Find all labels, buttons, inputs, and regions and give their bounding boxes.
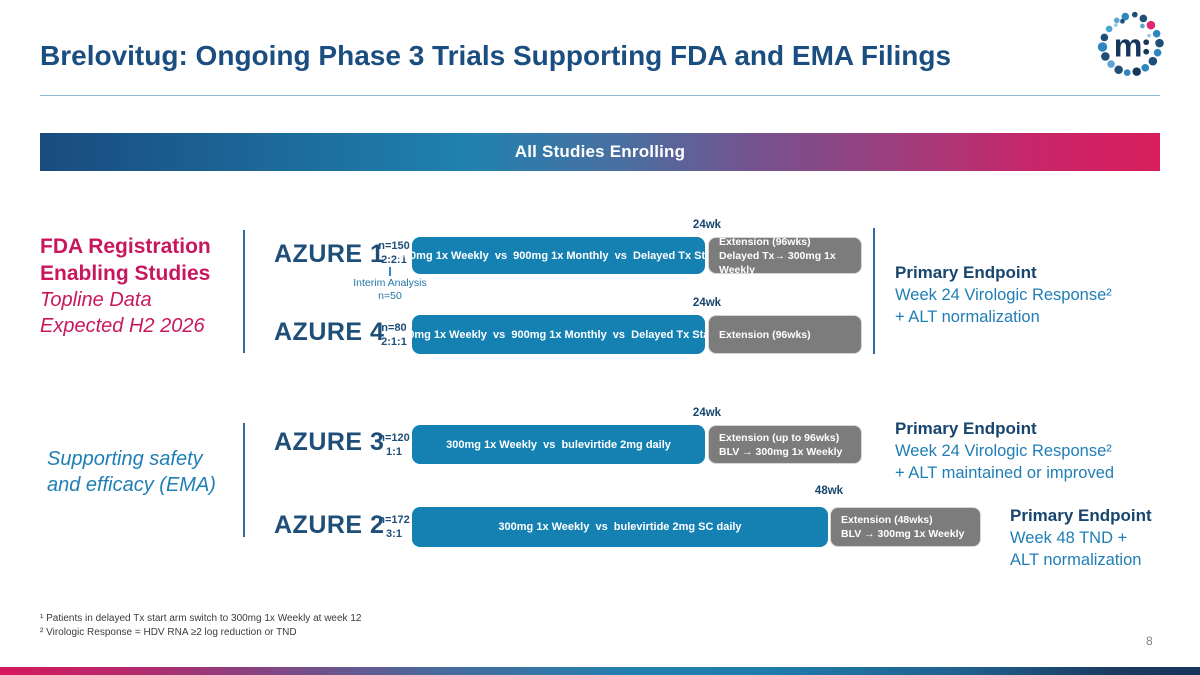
footnote-2: ² Virologic Response = HDV RNA ≥2 log re… [40, 627, 297, 638]
primary-endpoint-heading: Primary Endpoint [895, 263, 1037, 282]
page-number: 8 [1146, 634, 1153, 648]
study-n-azure4: n=80 [381, 322, 407, 334]
ema-label-line2: and efficacy (EMA) [47, 474, 216, 496]
study-ratio-azure2: 3:1 [386, 528, 402, 540]
title-divider [40, 95, 1160, 96]
bottom-gradient-bar [0, 667, 1200, 675]
week-label-azure1: 24wk [692, 219, 722, 231]
extension-line2-azure2: BLV → 300mg 1x Weekly [841, 528, 965, 540]
study-n-azure1: n=150 [378, 240, 410, 252]
study-ratio-azure1: 2:2:1 [381, 254, 407, 266]
study-ratio-azure4: 2:1:1 [381, 336, 407, 348]
extension-box-azure3: Extension (up to 96wks) BLV → 300mg 1x W… [708, 425, 862, 464]
treatment-box-azure2: 300mg 1x Weekly vs bulevirtide 2mg SC da… [412, 507, 828, 547]
extension-line2-azure3: BLV → 300mg 1x Weekly [719, 445, 843, 458]
section-divider-left-bottom [243, 423, 245, 537]
extension-line1-azure4: Extension (96wks) [719, 328, 811, 341]
study-n-azure2: n=172 [378, 514, 410, 526]
study-name-azure4: AZURE 4 [274, 318, 385, 346]
section-divider-left-top [243, 230, 245, 353]
interim-analysis-line1: Interim Analysis [353, 277, 427, 289]
primary-endpoint-line2: ALT normalization [1010, 551, 1142, 569]
week-label-azure4: 24wk [692, 297, 722, 309]
week-label-azure2: 48wk [814, 485, 844, 497]
extension-box-azure1: Extension (96wks) Delayed Tx→ 300mg 1x W… [708, 235, 862, 276]
fda-section-label: FDA Registration Enabling Studies Toplin… [40, 233, 211, 339]
primary-endpoint-top: Primary Endpoint Week 24 Virologic Respo… [895, 262, 1112, 328]
study-n-ratio-azure2: n=172 3:1 [359, 513, 429, 541]
ema-section-label: Supporting safety and efficacy (EMA) [47, 446, 216, 498]
enrollment-banner-label: All Studies Enrolling [514, 142, 686, 161]
study-n-ratio-azure4: n=80 2:1:1 [359, 321, 429, 349]
ema-label-line1: Supporting safety [47, 448, 203, 470]
extension-line1-azure3: Extension (up to 96wks) [719, 431, 840, 444]
section-divider-right-top [873, 228, 875, 354]
treatment-box-azure1: 300mg 1x Weekly vs 900mg 1x Monthly vs D… [398, 237, 719, 274]
primary-endpoint-line2: + ALT maintained or improved [895, 464, 1115, 482]
extension-box-azure2: Extension (48wks) BLV → 300mg 1x Weekly [830, 507, 981, 547]
fda-sublabel-line1: Topline Data [40, 289, 152, 311]
extension-box-azure4: Extension (96wks) [708, 315, 862, 354]
study-n-azure3: n=120 [378, 432, 410, 444]
footnotes: ¹ Patients in delayed Tx start arm switc… [40, 612, 361, 640]
primary-endpoint-middle: Primary Endpoint Week 24 Virologic Respo… [895, 418, 1114, 484]
study-n-ratio-azure1: n=150 2:2:1 [359, 239, 429, 267]
fda-label-line1: FDA Registration [40, 235, 211, 258]
study-n-ratio-azure3: n=120 1:1 [359, 431, 429, 459]
study-ratio-azure3: 1:1 [386, 446, 402, 458]
primary-endpoint-heading: Primary Endpoint [1010, 506, 1152, 525]
extension-line1-azure2: Extension (48wks) [841, 514, 933, 526]
extension-line2-azure1: Delayed Tx→ 300mg 1x Weekly [719, 249, 836, 276]
extension-line1-azure1: Extension (96wks) [719, 235, 811, 248]
study-name-azure2: AZURE 2 [274, 511, 385, 539]
study-name-azure3: AZURE 3 [274, 428, 385, 456]
footnote-1: ¹ Patients in delayed Tx start arm switc… [40, 613, 362, 624]
primary-endpoint-line2: + ALT normalization [895, 308, 1040, 326]
study-name-azure1: AZURE 1 [274, 240, 385, 268]
week-label-azure3: 24wk [692, 407, 722, 419]
treatment-box-azure3: 300mg 1x Weekly vs bulevirtide 2mg daily [412, 425, 705, 464]
interim-connector-line [389, 267, 391, 276]
fda-sublabel-line2: Expected H2 2026 [40, 315, 205, 337]
svg-text:m: m [1114, 27, 1143, 63]
fda-label-line2: Enabling Studies [40, 262, 211, 285]
primary-endpoint-line1: Week 24 Virologic Response² [895, 286, 1112, 304]
company-logo-icon: m [1097, 11, 1164, 76]
interim-analysis-note: Interim Analysis n=50 [329, 277, 451, 303]
primary-endpoint-bottom: Primary Endpoint Week 48 TND + ALT norma… [1010, 505, 1152, 571]
primary-endpoint-heading: Primary Endpoint [895, 419, 1037, 438]
treatment-box-azure4: 300mg 1x Weekly vs 900mg 1x Monthly vs D… [396, 315, 721, 354]
page-title: Brelovitug: Ongoing Phase 3 Trials Suppo… [40, 40, 952, 71]
primary-endpoint-line1: Week 24 Virologic Response² [895, 442, 1112, 460]
interim-analysis-line2: n=50 [378, 290, 402, 302]
enrollment-banner: All Studies Enrolling [40, 133, 1160, 171]
primary-endpoint-line1: Week 48 TND + [1010, 529, 1128, 547]
